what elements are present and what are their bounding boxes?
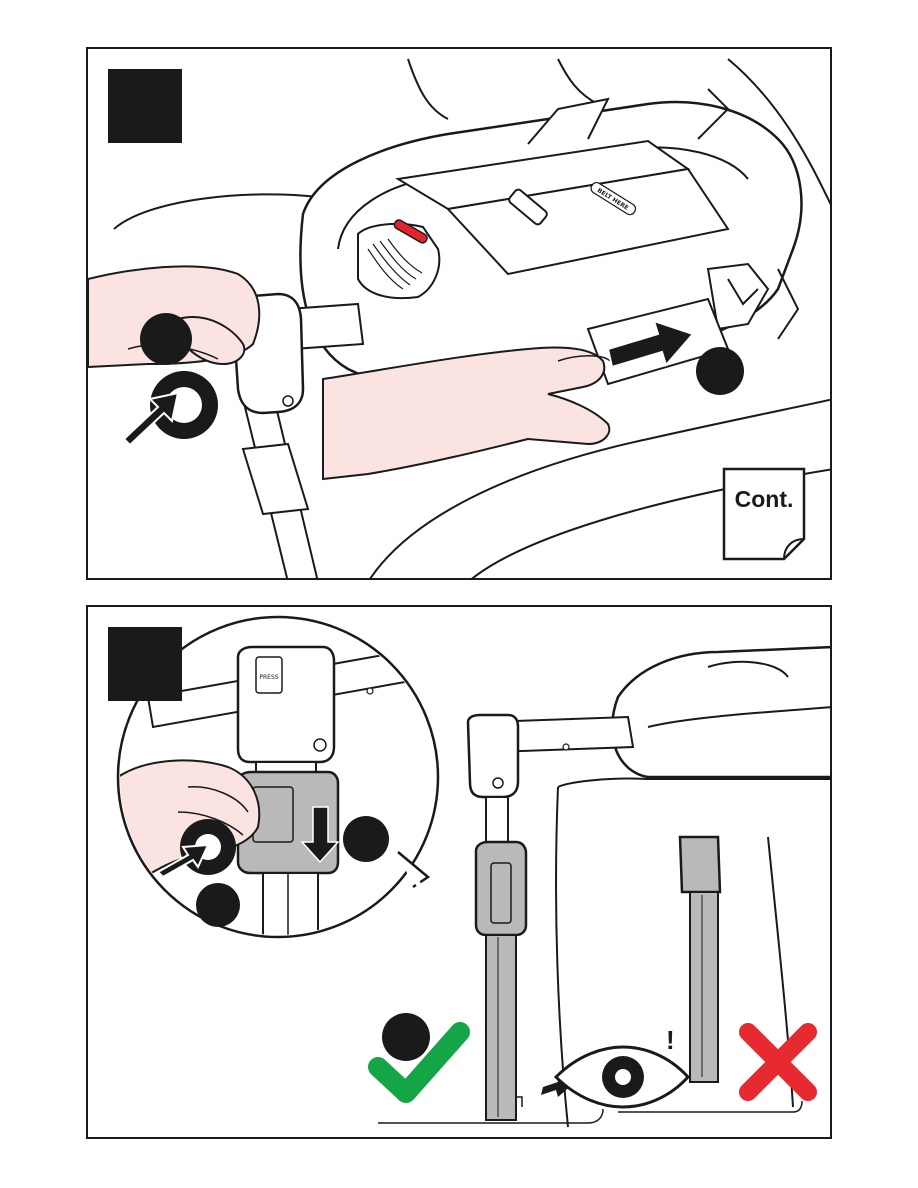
leg-collar-unlocked	[680, 837, 720, 892]
step-marker-check	[382, 1013, 430, 1061]
support-leg-collar	[243, 444, 308, 514]
instruction-panel-top: BELT HERE	[86, 47, 832, 580]
leg-collar-locked	[476, 842, 526, 935]
car-seat-base-side	[612, 647, 832, 777]
instruction-panel-bottom: ! PRESS	[86, 605, 832, 1139]
top-illustration: BELT HERE	[88, 49, 832, 580]
step-number-box-bottom	[108, 627, 182, 701]
continued-tag	[724, 469, 804, 559]
step-marker-push	[196, 883, 240, 927]
step-marker-right	[696, 347, 744, 395]
cross-icon	[748, 1032, 808, 1092]
step-number-box-top	[108, 69, 182, 143]
leg-extension-incorrect	[690, 892, 718, 1082]
push-arrow	[124, 393, 178, 445]
vehicle-headrest-line	[408, 59, 448, 119]
step-marker-left	[140, 313, 192, 365]
leg-extension-correct	[486, 935, 516, 1120]
continued-label: Cont.	[735, 486, 794, 512]
step-marker-press	[343, 816, 389, 862]
bottom-illustration: ! PRESS	[88, 607, 832, 1139]
isofix-indicator-housing	[358, 224, 439, 298]
attention-mark: !	[666, 1025, 675, 1055]
press-label: PRESS	[259, 674, 278, 681]
